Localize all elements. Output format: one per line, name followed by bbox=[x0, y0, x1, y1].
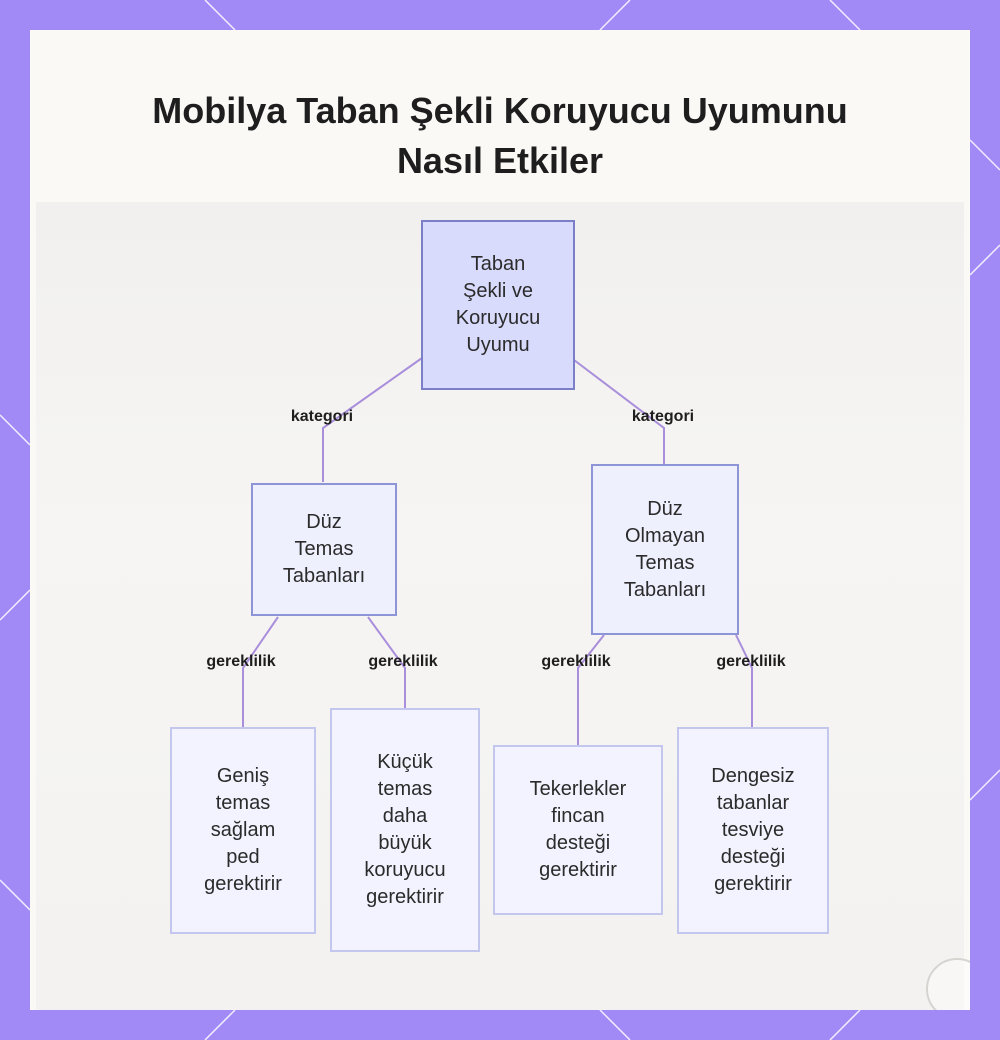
node-leaf4-line: tabanlar bbox=[711, 790, 794, 817]
node-leaf3-line: desteği bbox=[530, 830, 627, 857]
node-nonflat-line: Temas bbox=[624, 550, 706, 577]
node-leaf2-line: gerektirir bbox=[364, 884, 445, 911]
node-root: Taban Şekli ve Koruyucu Uyumu bbox=[421, 220, 575, 390]
edge-label-requirement-1: gereklilik bbox=[206, 653, 275, 671]
edge-label-requirement-2: gereklilik bbox=[368, 653, 437, 671]
node-leaf3-text: Tekerlekler fincan desteği gerektirir bbox=[530, 776, 627, 884]
node-leaf2-line: Küçük bbox=[364, 749, 445, 776]
node-leaf1-line: Geniş bbox=[204, 763, 282, 790]
node-flat-bases: Düz Temas Tabanları bbox=[251, 483, 397, 616]
node-flat-line: Tabanları bbox=[283, 563, 365, 590]
edge-flat-leaf1 bbox=[243, 617, 278, 727]
node-root-line: Koruyucu bbox=[456, 305, 541, 332]
node-nonflat-line: Tabanları bbox=[624, 577, 706, 604]
node-leaf1-line: temas bbox=[204, 790, 282, 817]
node-leaf1-line: sağlam bbox=[204, 817, 282, 844]
edge-label-requirement-3: gereklilik bbox=[541, 653, 610, 671]
node-leaf3-line: Tekerlekler bbox=[530, 776, 627, 803]
node-nonflat-line: Düz bbox=[624, 496, 706, 523]
node-leaf2-line: koruyucu bbox=[364, 857, 445, 884]
node-flat-line: Temas bbox=[283, 536, 365, 563]
node-root-line: Uyumu bbox=[456, 332, 541, 359]
node-leaf1-line: gerektirir bbox=[204, 871, 282, 898]
node-root-text: Taban Şekli ve Koruyucu Uyumu bbox=[456, 251, 541, 359]
edge-nonflat-leaf4 bbox=[736, 635, 752, 727]
node-leaf4-line: Dengesiz bbox=[711, 763, 794, 790]
edge-nonflat-leaf3 bbox=[578, 635, 604, 745]
node-uneven-bases: Dengesiz tabanlar tesviye desteği gerekt… bbox=[677, 727, 829, 934]
node-nonflat-line: Olmayan bbox=[624, 523, 706, 550]
node-nonflat-bases: Düz Olmayan Temas Tabanları bbox=[591, 464, 739, 635]
node-leaf3-line: fincan bbox=[530, 803, 627, 830]
node-nonflat-text: Düz Olmayan Temas Tabanları bbox=[624, 496, 706, 604]
node-leaf3-line: gerektirir bbox=[530, 857, 627, 884]
node-leaf4-line: tesviye bbox=[711, 817, 794, 844]
node-casters: Tekerlekler fincan desteği gerektirir bbox=[493, 745, 663, 915]
node-flat-text: Düz Temas Tabanları bbox=[283, 509, 365, 590]
node-leaf4-line: gerektirir bbox=[711, 871, 794, 898]
edge-label-requirement-4: gereklilik bbox=[716, 653, 785, 671]
node-leaf2-line: büyük bbox=[364, 830, 445, 857]
node-leaf4-line: desteği bbox=[711, 844, 794, 871]
node-flat-line: Düz bbox=[283, 509, 365, 536]
node-leaf2-text: Küçük temas daha büyük koruyucu gerektir… bbox=[364, 749, 445, 911]
node-root-line: Taban bbox=[456, 251, 541, 278]
edge-label-category-left: kategori bbox=[291, 408, 353, 426]
edge-label-category-right: kategori bbox=[632, 408, 694, 426]
node-leaf1-line: ped bbox=[204, 844, 282, 871]
node-small-contact: Küçük temas daha büyük koruyucu gerektir… bbox=[330, 708, 480, 952]
node-leaf2-line: daha bbox=[364, 803, 445, 830]
node-wide-contact: Geniş temas sağlam ped gerektirir bbox=[170, 727, 316, 934]
node-leaf1-text: Geniş temas sağlam ped gerektirir bbox=[204, 763, 282, 898]
node-root-line: Şekli ve bbox=[456, 278, 541, 305]
node-leaf4-text: Dengesiz tabanlar tesviye desteği gerekt… bbox=[711, 763, 794, 898]
node-leaf2-line: temas bbox=[364, 776, 445, 803]
